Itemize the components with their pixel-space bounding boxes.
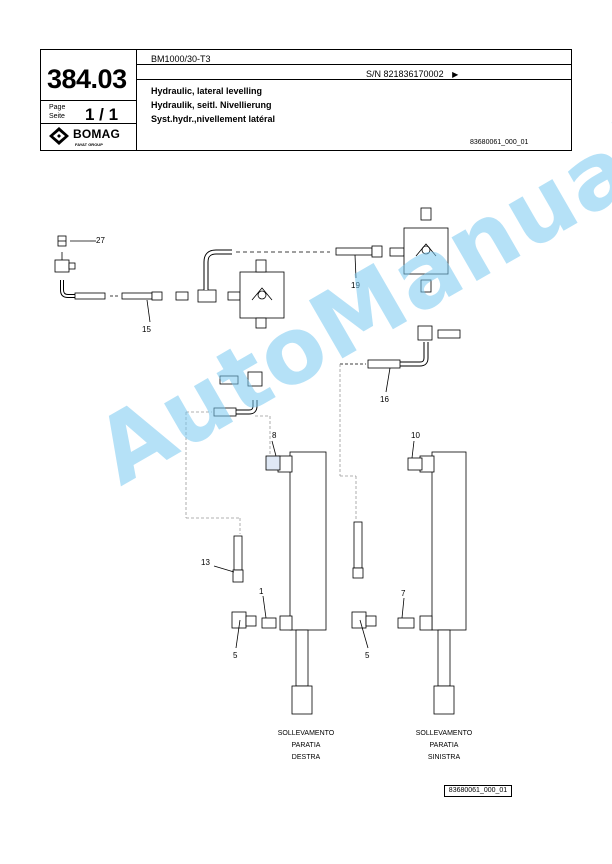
divider (136, 64, 571, 65)
callout-label: 19 (351, 281, 360, 290)
arrow-right-icon: ▶ (452, 70, 459, 79)
bomag-logo-icon (49, 127, 69, 145)
title-block: 384.03 Page Seite 1 / 1 BOMAG FAYAT GROU… (40, 49, 572, 151)
callout-label: 13 (201, 558, 210, 567)
fitting-27 (57, 235, 90, 247)
callout-label: 15 (142, 325, 151, 334)
model-label: BM1000/30-T3 (151, 54, 211, 64)
divider (136, 79, 571, 80)
title-french: Syst.hydr.,nivellement latéral (151, 114, 276, 124)
figure-reference: 83680061_000_01 (444, 785, 512, 797)
callout-label: 1 (259, 587, 264, 596)
page-code: 384.03 (47, 64, 127, 94)
logo-subtext: FAYAT GROUP (75, 142, 103, 147)
divider (41, 123, 136, 124)
fitting (219, 375, 239, 385)
callout-label: 8 (272, 431, 277, 440)
page-count: 1 / 1 (85, 105, 119, 124)
tee-fitting (54, 252, 76, 273)
serial-number: S/N 821836170002 ▶ (366, 69, 459, 79)
logo-text: BOMAG (73, 127, 120, 141)
fitting (227, 291, 241, 301)
hose-bottom-left (352, 521, 364, 579)
hose-13 (213, 535, 244, 583)
tee-fitting (247, 371, 263, 387)
title-german: Hydraulik, seitl. Nivellierung (151, 100, 272, 110)
divider (136, 50, 137, 150)
divider (41, 100, 136, 101)
hose-left-down (185, 400, 271, 534)
callout-label: 5 (365, 651, 370, 660)
hose-upper (203, 249, 330, 290)
check-valve-block-right (403, 207, 449, 293)
callout-label: 27 (96, 236, 105, 245)
seite-label: Seite (49, 113, 65, 120)
hose-15 (60, 280, 163, 323)
hydraulic-cylinder-left (351, 451, 467, 715)
callout-label: 7 (401, 589, 406, 598)
title-english: Hydraulic, lateral levelling (151, 86, 263, 96)
page-label: Page (49, 104, 66, 111)
caption-right-cylinder: SOLLEVAMENTO PARATIA DESTRA (277, 730, 335, 761)
hose-19 (335, 245, 405, 279)
callout-label: 5 (233, 651, 238, 660)
callout-label: 16 (380, 395, 389, 404)
tee-fitting (197, 289, 217, 303)
caption-left-cylinder: SOLLEVAMENTO PARATIA SINISTRA (415, 730, 473, 761)
callout-label: 10 (411, 431, 420, 440)
check-valve-block-left (239, 259, 285, 329)
document-number: 83680061_000_01 (470, 139, 529, 146)
fitting (175, 291, 189, 301)
hose-16 (339, 342, 429, 520)
hydraulic-cylinder-right (231, 451, 327, 715)
tee-fitting (417, 325, 433, 341)
bomag-logo: BOMAG FAYAT GROUP (47, 126, 129, 148)
fitting (437, 329, 461, 339)
